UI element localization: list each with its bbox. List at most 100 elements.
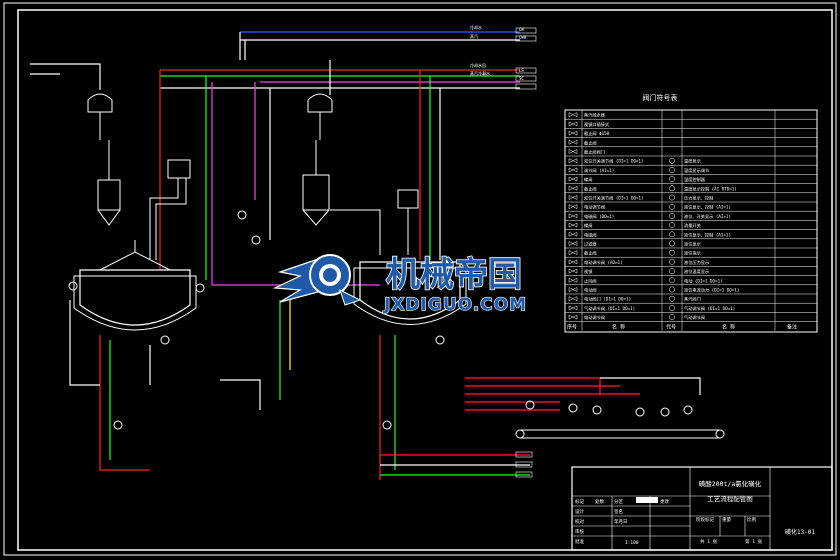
instrument-symbol-icon bbox=[669, 286, 675, 293]
legend-title: 阀门符号表 bbox=[643, 93, 678, 102]
instrument-symbol-icon bbox=[669, 176, 675, 182]
valve-symbol-icon bbox=[568, 204, 578, 210]
title-block-cell: 处数 bbox=[595, 498, 604, 505]
title-block-cell: 校对 bbox=[575, 518, 584, 525]
legend-row-name-2: 压力显示、控制 bbox=[684, 195, 713, 202]
title-block-cell: 批准 bbox=[575, 538, 584, 545]
legend-row-name: 电动调节阀 bbox=[584, 314, 605, 321]
title-block-cell: 标记 bbox=[575, 498, 584, 505]
legend-row-name: 气动调节阀 (DI=1 DO=1) bbox=[584, 305, 635, 312]
valve-symbol-icon bbox=[568, 277, 578, 283]
title-block-cell: 共 1 张 bbox=[700, 538, 718, 545]
instrument-symbol-icon bbox=[669, 295, 675, 302]
valve-symbol-icon bbox=[568, 149, 578, 154]
valve-symbol-icon bbox=[568, 305, 578, 311]
legend-row-name: 过滤器 bbox=[584, 241, 597, 248]
drawing-frame bbox=[3, 2, 837, 556]
title-block-cell: 第 1 张 bbox=[745, 538, 763, 545]
valve-symbol-icon bbox=[568, 167, 578, 173]
pipe-label: 蒸汽 bbox=[470, 33, 478, 39]
instrument-symbol-icon bbox=[669, 240, 675, 247]
legend-row-name: 截止阀 bbox=[584, 250, 597, 257]
pipe-label: LS bbox=[519, 68, 524, 73]
title-drawing-number: 磺化13-01 bbox=[785, 528, 815, 536]
title-block-cell: 设计 bbox=[575, 508, 584, 515]
watermark-en: JXDIGUO.COM bbox=[383, 295, 527, 315]
legend-row-name-2: 蒸汽阀门 bbox=[684, 296, 701, 303]
instrument-symbol-icon bbox=[669, 277, 675, 284]
legend-row-name-2: 气动调节阀 (DI=1 DO=1) bbox=[684, 305, 735, 312]
legend-header-cell: 代号 bbox=[666, 323, 676, 330]
title-block-cell: 年月日 bbox=[614, 518, 628, 525]
legend-header-cell: 序号 bbox=[567, 323, 577, 330]
pipe-label: SC bbox=[519, 76, 524, 81]
watermark-cn: 机械帝国 bbox=[386, 255, 522, 295]
valve-symbol-icon bbox=[568, 268, 578, 274]
winged-gear-icon bbox=[272, 254, 362, 306]
pipe-label: CWR bbox=[519, 35, 527, 40]
legend-header-cell: 备注 bbox=[787, 323, 797, 330]
instrument-symbol-icon bbox=[669, 167, 675, 173]
legend-row-name-2: 液位指示 bbox=[684, 250, 701, 257]
legend-row-name: 电动调节阀 (AO=1) bbox=[584, 259, 623, 266]
title-drawing-name: 工艺流程配管图 bbox=[707, 494, 753, 503]
legend-row-name: 双位开关调节阀 (DI=1 DO=1) bbox=[584, 158, 644, 165]
instrument-symbol-icon bbox=[669, 249, 675, 256]
instrument-symbol-icon bbox=[669, 157, 675, 164]
title-scale: 1:100 bbox=[625, 540, 639, 546]
title-block-cell: 重量 bbox=[722, 516, 731, 523]
pipe-label: 冷却水回 bbox=[470, 62, 486, 68]
legend-header-cell: 名 称 bbox=[612, 323, 625, 330]
pipe-label: CW bbox=[519, 27, 524, 32]
legend-row-name-2: 流量开关 bbox=[684, 222, 701, 229]
valve-symbol-icon bbox=[568, 222, 578, 228]
valve-symbol-icon bbox=[568, 185, 578, 191]
title-block-cell: 分区 bbox=[614, 498, 623, 505]
pipe-label: 冷却水 bbox=[470, 24, 482, 30]
valve-symbol-icon bbox=[568, 195, 578, 200]
instrument-symbol-icon bbox=[669, 222, 675, 228]
valve-symbol-icon bbox=[568, 121, 578, 127]
instrument-symbol-icon bbox=[669, 305, 675, 311]
annotation-marks bbox=[515, 27, 537, 478]
instrument-symbol-icon bbox=[669, 231, 675, 238]
legend-row-name: 蒸汽疏水器 bbox=[584, 112, 606, 119]
instrument-bubbles bbox=[68, 210, 725, 439]
instrument-symbol-icon bbox=[669, 213, 675, 219]
legend-row-name-2: 液位压力显示 bbox=[684, 259, 709, 266]
legend-row-name-2: 温度显示调节 bbox=[684, 167, 709, 174]
valve-symbol-icon bbox=[568, 130, 578, 136]
legend-row-name: 双位开关调节阀 (DI=1 DO=1) bbox=[584, 195, 644, 202]
valve-symbol-icon bbox=[568, 213, 578, 219]
title-block-cell: 更改 bbox=[660, 498, 669, 505]
legend-row-name: 蝶阀 bbox=[584, 222, 592, 229]
legend-row-name: 调节阀 (AI=1) bbox=[584, 167, 614, 174]
valve-symbol-icon bbox=[568, 112, 578, 118]
legend-row-name: 电动阀 bbox=[584, 287, 597, 294]
valve-symbol-icon bbox=[568, 314, 578, 320]
watermark-logo: 机械帝国 JXDIGUO.COM bbox=[272, 254, 527, 316]
pipe-lines bbox=[30, 31, 720, 480]
title-block: 磺酸200t/a氯化磺化 工艺流程配管图 磺化13-01 1:100 设计校对审… bbox=[571, 466, 833, 551]
legend-row-name: 蝶阀 bbox=[584, 176, 592, 183]
title-block-cells: 设计校对审核批准标记处数分区更改签名年月日阶段标记重量比例共 1 张第 1 张 bbox=[575, 498, 763, 545]
title-block-cell: 签名 bbox=[614, 508, 623, 515]
legend-row-name: 截止阀 bbox=[584, 139, 597, 146]
legend-row-name: 截止阀 Φ150 bbox=[584, 130, 610, 137]
valve-symbol-icon bbox=[568, 287, 578, 292]
title-block-cell: 阶段标记 bbox=[696, 516, 714, 523]
legend-row-name: 电动阀门 (DI=1 DO=1) bbox=[584, 296, 631, 303]
instrument-symbol-icon bbox=[669, 194, 675, 201]
legend-row-name-2: 液位显示、控制 (AI=1) bbox=[684, 204, 731, 211]
legend-row-name-2: 电动 (DI=1 DO=1) bbox=[684, 277, 723, 284]
title-block-cell: 比例 bbox=[747, 516, 756, 523]
valve-symbol-icon bbox=[568, 250, 578, 256]
legend-row-name: 视镜口插接式 bbox=[584, 121, 610, 128]
pipe-label: 蒸汽冷凝水 bbox=[470, 70, 490, 76]
equipment bbox=[73, 93, 467, 331]
legend-row-name: 电动调节阀 bbox=[584, 204, 605, 211]
